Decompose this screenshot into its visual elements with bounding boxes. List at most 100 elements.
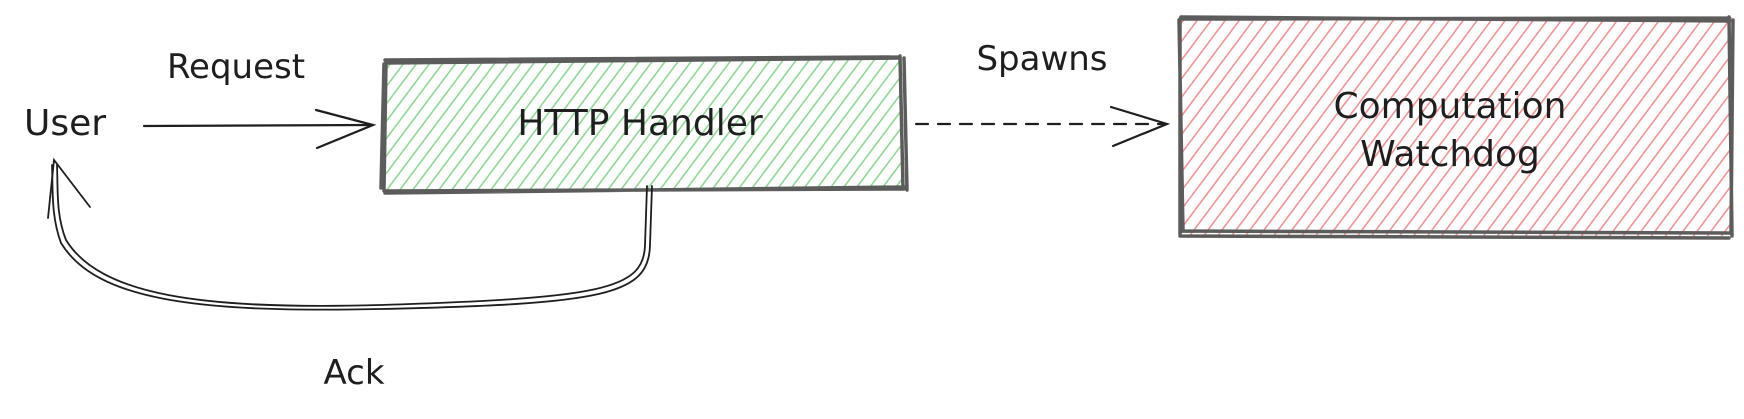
hatch-line <box>525 58 632 192</box>
hatch-line <box>1352 17 1525 238</box>
hatch-line <box>447 58 554 192</box>
hatch-line <box>383 58 450 192</box>
hatch-line <box>1394 17 1567 238</box>
hatch-line <box>1478 17 1651 238</box>
hatch-line <box>1604 17 1733 238</box>
hatch-line <box>408 58 515 192</box>
hatch-line <box>1576 17 1733 238</box>
hatch-line <box>629 58 736 192</box>
spawns-arrow <box>914 105 1171 148</box>
hatch-line <box>1310 17 1483 238</box>
hatch-line <box>1450 17 1623 238</box>
hatch-line <box>876 58 905 192</box>
http-handler-box[interactable]: HTTP Handler <box>240 54 1021 195</box>
hatch-line <box>1180 17 1273 238</box>
hatch-line <box>383 58 476 192</box>
hatch-line <box>499 58 606 192</box>
hatch-line <box>538 58 645 192</box>
hatch-line <box>616 58 723 192</box>
hatch-line <box>1366 17 1539 238</box>
hatch-line <box>460 58 567 192</box>
hatch-line <box>1632 17 1733 238</box>
hatch-line <box>434 58 541 192</box>
user-node-label[interactable]: User <box>24 103 106 144</box>
hatch-line <box>1180 17 1259 238</box>
hatch-line <box>863 58 905 192</box>
hatch-line <box>1180 17 1329 238</box>
request-arrow <box>142 108 377 150</box>
hatch-line <box>486 58 593 192</box>
hatch-line <box>577 58 684 192</box>
hatch-line <box>1422 17 1595 238</box>
hatch-line <box>824 58 905 192</box>
hatch-line <box>551 58 658 192</box>
hatch-line <box>1254 17 1427 238</box>
spawns-label: Spawns <box>976 39 1107 79</box>
hatch-line <box>590 58 697 192</box>
hatch-line <box>785 58 892 192</box>
hatch-line <box>1464 17 1637 238</box>
hatch-line <box>1562 17 1733 238</box>
hatch-line <box>383 58 463 192</box>
hatch-line <box>1226 17 1399 238</box>
hatch-line <box>603 58 710 192</box>
hatch-line <box>746 58 853 192</box>
hatch-line <box>1688 17 1733 238</box>
hatch-line <box>1282 17 1455 238</box>
http-handler-label: HTTP Handler <box>517 103 763 144</box>
hatch-line <box>1180 17 1301 238</box>
request-label: Request <box>167 47 305 87</box>
hatch-line <box>1436 17 1609 238</box>
hatch-line <box>837 58 905 192</box>
hatch-line <box>1180 17 1287 238</box>
watchdog-label-line2: Watchdog <box>1360 134 1540 175</box>
http-handler-hatch <box>383 58 905 192</box>
hatch-line <box>668 58 775 192</box>
hatch-line <box>1180 17 1343 238</box>
hatch-line <box>1506 17 1679 238</box>
hatch-line <box>1548 17 1721 238</box>
hatch-line <box>395 58 502 192</box>
hatch-line <box>1380 17 1553 238</box>
hatch-line <box>759 58 866 192</box>
hatch-line <box>383 58 424 192</box>
hatch-line <box>1338 17 1511 238</box>
hatch-line <box>1180 17 1231 238</box>
hatch-line <box>383 58 411 192</box>
hatch-line <box>1268 17 1441 238</box>
hatch-line <box>1534 17 1707 238</box>
hatch-line <box>1492 17 1665 238</box>
hatch-line <box>1408 17 1581 238</box>
hatch-line <box>642 58 749 192</box>
hatch-line <box>1296 17 1469 238</box>
hatch-line <box>694 58 801 192</box>
hatch-line <box>1240 17 1413 238</box>
hatch-line <box>1618 17 1733 238</box>
hatch-line <box>512 58 619 192</box>
hatch-line <box>798 58 905 192</box>
hatch-line <box>1198 17 1371 238</box>
watchdog-label-line1: Computation <box>1333 86 1566 127</box>
hatch-line <box>1520 17 1693 238</box>
hatch-line <box>681 58 788 192</box>
hatch-line <box>1180 17 1217 238</box>
hatch-line <box>1184 17 1357 238</box>
http-handler-border <box>379 54 909 195</box>
ack-arrow <box>47 157 653 311</box>
hatch-line <box>772 58 879 192</box>
hatch-line <box>1674 17 1733 238</box>
hatch-line <box>655 58 762 192</box>
computation-watchdog-box[interactable]: Computation Watchdog <box>947 14 1744 242</box>
hatch-line <box>421 58 528 192</box>
computation-watchdog-border <box>1177 15 1735 240</box>
hatch-line <box>1212 17 1385 238</box>
hatch-line <box>1180 17 1315 238</box>
hatch-line <box>1180 17 1245 238</box>
hatch-line <box>1660 17 1733 238</box>
hatch-line <box>707 58 814 192</box>
hatch-line <box>720 58 827 192</box>
hatch-line <box>850 58 905 192</box>
hatch-line <box>1590 17 1733 238</box>
hatch-line <box>1324 17 1497 238</box>
